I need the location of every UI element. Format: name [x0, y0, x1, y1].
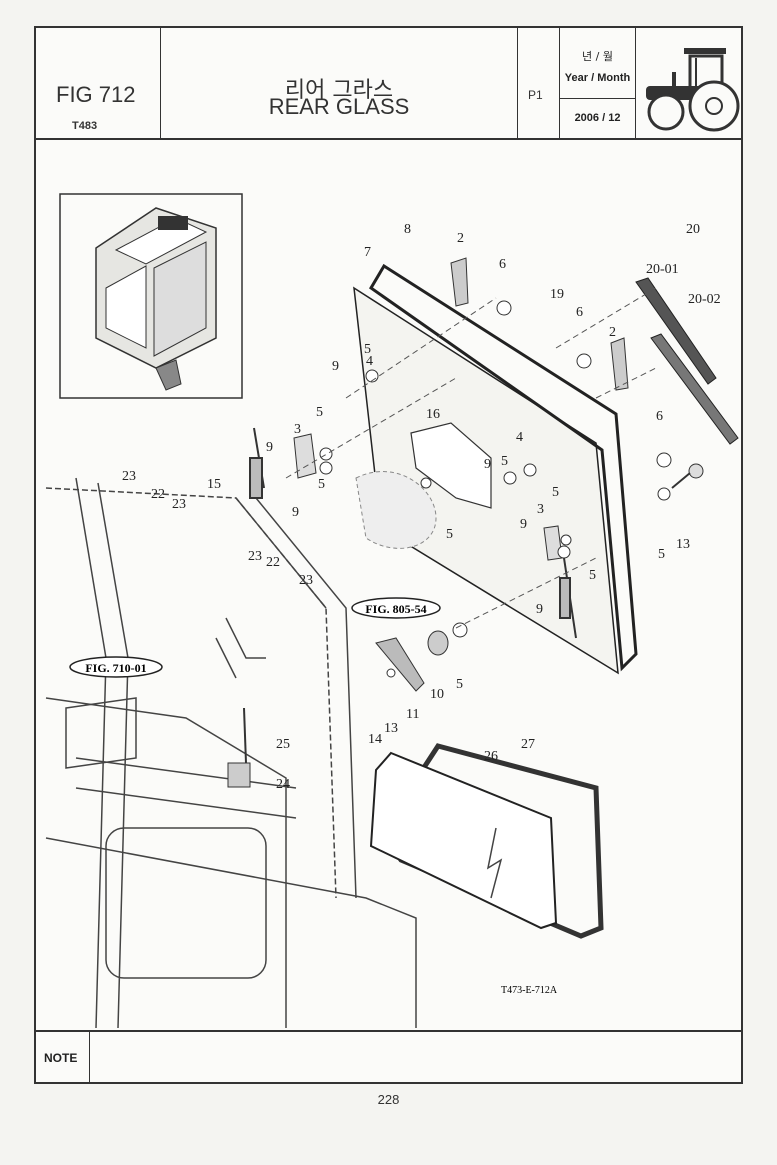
callout: 8 — [404, 222, 411, 237]
callout: 11 — [406, 707, 419, 722]
cab-frame-outline — [45, 477, 417, 1029]
diagram-canvas: 7 8 2 6 19 6 2 20 20-01 20-02 5 4 9 5 3 … — [45, 193, 739, 1029]
svg-text:FIG. 710-01: FIG. 710-01 — [85, 661, 146, 675]
callout: 16 — [426, 407, 440, 422]
page-number: 228 — [377, 1092, 400, 1107]
callout: 20-01 — [646, 262, 679, 277]
callout: 5 — [501, 454, 508, 469]
callout: 20-02 — [688, 292, 721, 307]
callout: 5 — [456, 677, 463, 692]
bolt-icon — [671, 463, 704, 489]
window-frame-icon — [369, 263, 638, 672]
callout: 13 — [384, 721, 398, 736]
title-korean: 리어 그라스 — [284, 78, 394, 103]
callout: 2 — [457, 231, 464, 246]
callout: 23 — [122, 469, 136, 484]
side-glass-icon — [369, 743, 604, 939]
year-month-label-kr: 년 / 월 — [582, 50, 613, 63]
mount-ghost-icon — [355, 471, 437, 549]
callout: 6 — [576, 305, 583, 320]
fig-number-cell: FIG 712 T483 — [36, 28, 161, 138]
callout: 7 — [364, 245, 371, 260]
callout: 2 — [609, 325, 616, 340]
callout: 5 — [364, 342, 371, 357]
page-code: P1 — [528, 88, 543, 102]
callout: 5 — [316, 405, 323, 420]
fig-ref-805-54: FIG. 805-54 — [351, 597, 441, 619]
page-header: FIG 712 T483 리어 그라스 REAR GLASS P1 년 / 월 … — [36, 28, 741, 140]
year-month-cell: 년 / 월 Year / Month 2006 / 12 — [560, 28, 636, 138]
note-row: NOTE — [36, 1030, 741, 1084]
callout: 14 — [368, 732, 382, 747]
hinge-icon — [610, 337, 629, 391]
callout: 27 — [521, 737, 535, 752]
washer-icons — [319, 300, 672, 678]
catalog-page-frame: FIG 712 T483 리어 그라스 REAR GLASS P1 년 / 월 … — [34, 26, 743, 1084]
seal-pad-icon — [410, 422, 492, 509]
fig-number: FIG 712 — [56, 82, 136, 107]
handle-icon — [375, 637, 425, 692]
callout-labels: 7 8 2 6 19 6 2 20 20-01 20-02 5 4 9 5 3 … — [122, 222, 721, 792]
callout: 13 — [676, 537, 690, 552]
callout: 22 — [151, 487, 165, 502]
page-code-cell: P1 — [518, 28, 560, 138]
gas-strut-icon — [249, 427, 577, 639]
svg-text:FIG. 805-54: FIG. 805-54 — [365, 602, 426, 616]
year-month-label: Year / Month — [564, 72, 631, 84]
tractor-icon — [646, 48, 740, 132]
callout: 4 — [366, 354, 373, 369]
callout: 5 — [446, 527, 453, 542]
callout: 6 — [499, 257, 506, 272]
hinge-icon — [450, 257, 469, 307]
title-english: REAR GLASS — [268, 94, 410, 119]
callout: 4 — [516, 430, 523, 445]
callout: 23 — [248, 549, 262, 564]
fig-ref-710-01: FIG. 710-01 — [69, 656, 163, 678]
callout: 9 — [292, 505, 299, 520]
callout: 5 — [318, 477, 325, 492]
callout: 6 — [656, 409, 663, 424]
callout: 15 — [207, 477, 221, 492]
exploded-parts-diagram: 7 8 2 6 19 6 2 20 20-01 20-02 5 4 9 5 3 … — [36, 138, 741, 1029]
callout: 23 — [299, 573, 313, 588]
knob-icon — [427, 630, 449, 656]
callout: 3 — [537, 502, 544, 517]
callout: 25 — [276, 737, 290, 752]
callout: 19 — [550, 287, 564, 302]
callout: 5 — [658, 547, 665, 562]
callout: 10 — [430, 687, 444, 702]
callout: 9 — [536, 602, 543, 617]
callout: 26 — [484, 749, 498, 764]
model-code: T483 — [72, 120, 98, 132]
callout: 22 — [266, 555, 280, 570]
tractor-cell — [636, 28, 741, 138]
year-month-value: 2006 / 12 — [574, 112, 621, 124]
callout: 9 — [332, 359, 339, 374]
leader-lines — [285, 287, 657, 629]
callout: 5 — [552, 485, 559, 500]
callout: 9 — [266, 440, 273, 455]
cab-overview-icon — [59, 193, 243, 399]
callout: 20 — [686, 222, 700, 237]
drawing-code: T473-E-712A — [501, 985, 558, 996]
clip-bracket-icon — [227, 762, 251, 788]
callout: 9 — [520, 517, 527, 532]
bracket-icon — [293, 433, 317, 479]
note-label-cell: NOTE — [36, 1032, 90, 1084]
wiper-icon — [635, 277, 739, 445]
callout: 9 — [484, 457, 491, 472]
callout: 5 — [589, 568, 596, 583]
note-label: NOTE — [44, 1051, 78, 1065]
callout: 24 — [276, 777, 290, 792]
callout: 3 — [294, 422, 301, 437]
title-cell: 리어 그라스 REAR GLASS — [161, 28, 518, 138]
callout: 23 — [172, 497, 186, 512]
